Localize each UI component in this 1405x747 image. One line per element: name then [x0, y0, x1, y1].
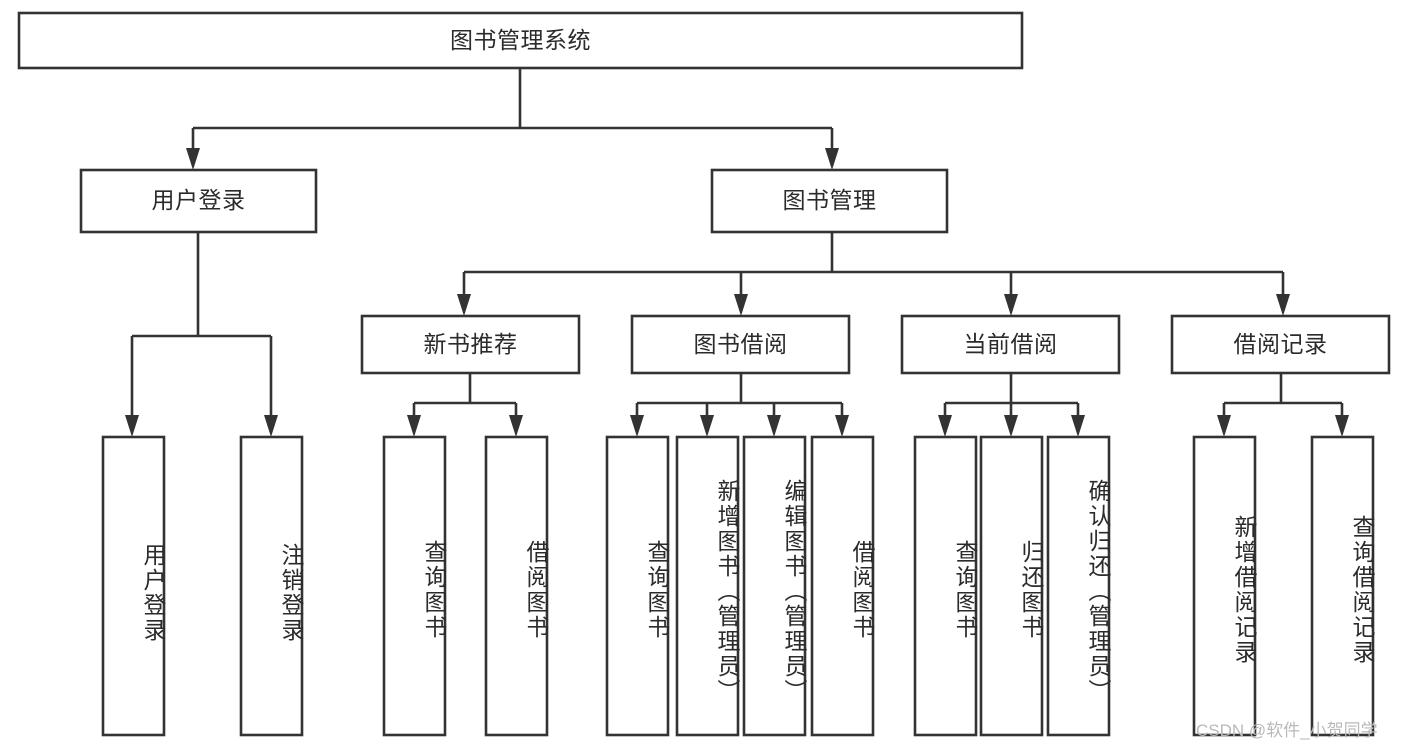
- node-leaf-borrow-book-a[interactable]: [484, 435, 549, 737]
- node-leaf-query-record[interactable]: [1310, 435, 1375, 737]
- node-leaf-user-login[interactable]: [101, 435, 166, 737]
- node-leaf-add-record[interactable]: [1192, 435, 1257, 737]
- connector-root-to-level2: [186, 68, 839, 170]
- connector-newbook-to-leaves: [407, 373, 523, 437]
- node-leaf-query-book-b[interactable]: [605, 435, 670, 737]
- node-current-borrow[interactable]: [900, 314, 1121, 375]
- connector-userlogin-to-leaves: [125, 232, 278, 437]
- node-leaf-query-book-a[interactable]: [382, 435, 447, 737]
- connector-currentborrow-to-leaves: [938, 373, 1085, 437]
- node-leaf-borrow-book-b[interactable]: [810, 435, 875, 737]
- node-user-login[interactable]: [79, 168, 318, 234]
- node-leaf-return-book[interactable]: [979, 435, 1044, 737]
- node-new-book-recommend[interactable]: [360, 314, 581, 375]
- node-leaf-logout[interactable]: [239, 435, 304, 737]
- node-leaf-query-book-c[interactable]: [913, 435, 978, 737]
- connector-bookborrow-to-leaves: [630, 373, 849, 437]
- node-leaf-add-book[interactable]: [675, 435, 740, 737]
- node-book-manage[interactable]: [710, 168, 949, 234]
- node-leaf-confirm-return[interactable]: [1046, 435, 1111, 737]
- connector-bookmanage-to-level3: [457, 232, 1290, 316]
- node-leaf-edit-book[interactable]: [742, 435, 807, 737]
- node-root[interactable]: [17, 11, 1024, 70]
- node-borrow-record[interactable]: [1170, 314, 1391, 375]
- node-book-borrow[interactable]: [630, 314, 851, 375]
- connector-borrowrecord-to-leaves: [1217, 373, 1349, 437]
